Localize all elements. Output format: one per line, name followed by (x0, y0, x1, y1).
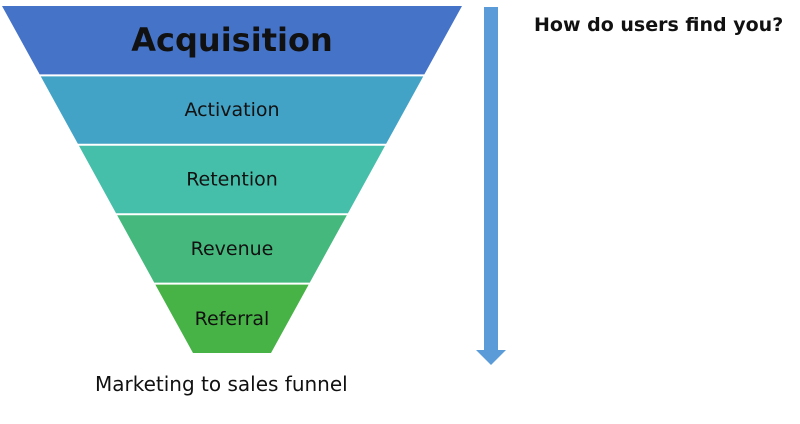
funnel-stages: AcquisitionActivationRetentionRevenueRef… (2, 6, 462, 353)
diagram-caption: Marketing to sales funnel (95, 372, 348, 396)
funnel-stage-revenue (117, 215, 347, 283)
question-text: How do users find you? (534, 14, 784, 36)
funnel-stage-acquisition (2, 6, 462, 75)
funnel-stage-label-retention: Retention (186, 169, 278, 191)
funnel-stage-referral (155, 284, 309, 353)
funnel-stage-label-acquisition: Acquisition (131, 21, 332, 59)
funnel-stage-label-referral: Referral (195, 308, 270, 330)
funnel-stage-activation (40, 76, 424, 144)
funnel-stage-label-revenue: Revenue (191, 238, 274, 260)
funnel-stage-retention (78, 145, 386, 214)
arrow-head (476, 350, 506, 365)
funnel-stage-label-activation: Activation (184, 99, 279, 121)
down-arrow-icon (476, 7, 506, 365)
arrow-shaft (484, 7, 498, 352)
